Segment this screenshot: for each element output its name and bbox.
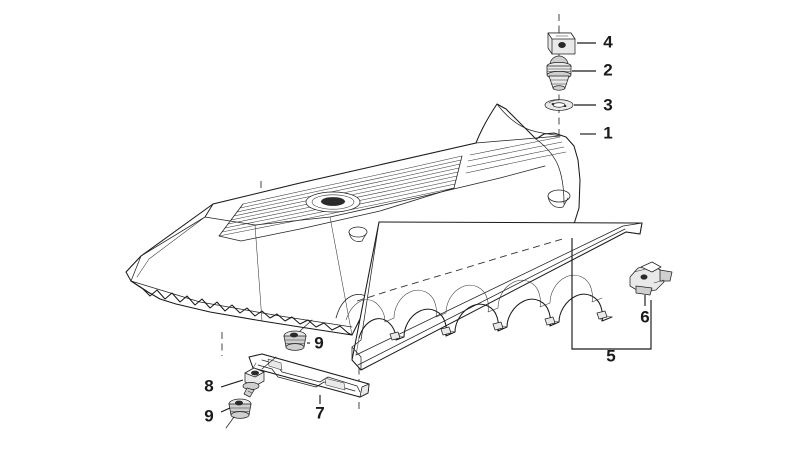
nut-lower-base <box>230 411 250 419</box>
clip-upper-tab <box>640 261 662 273</box>
stud-flange <box>242 382 260 390</box>
part-grommet-bushing <box>546 55 572 91</box>
clip-crease-2 <box>653 279 665 284</box>
washer-inner-hole <box>552 102 566 108</box>
callout-1: 1 <box>603 123 612 142</box>
nut-upper-base <box>285 343 305 351</box>
rail-mid-edge <box>357 228 626 366</box>
callout-7: 7 <box>315 403 324 422</box>
nut-upper-hole <box>290 332 298 338</box>
callout-6: 6 <box>640 307 649 326</box>
callout-3: 3 <box>603 95 612 114</box>
rail-scalloped-profile <box>358 293 613 341</box>
stud-shank <box>243 387 255 398</box>
part-washer-seal-ring <box>544 99 574 111</box>
washer-dot-b <box>563 105 567 107</box>
rail-right-endcap <box>625 222 643 235</box>
callout-2: 2 <box>603 60 612 79</box>
rail-left-endcap <box>351 221 380 361</box>
rail-clip-pads <box>389 310 608 341</box>
washer-highlight <box>548 99 560 104</box>
part-mounting-bracket-bar <box>248 353 370 398</box>
nut-lower-hole <box>235 400 243 406</box>
rail-left-endcap-inner <box>351 346 362 371</box>
cover-skirt-line <box>130 280 353 328</box>
clip-hole <box>640 274 648 280</box>
leader-5-bracket <box>571 238 652 350</box>
roundel-emblem <box>305 191 361 213</box>
part-cap-nut-cover <box>547 32 576 55</box>
part-grommet-nut-upper <box>283 319 313 351</box>
cover-scalloped-bottom-edge <box>130 280 353 336</box>
cover-tail-upper-curve <box>496 103 561 137</box>
cover-front-wall-details <box>254 216 353 336</box>
callout-5: 5 <box>606 346 615 365</box>
leader-8 <box>220 379 244 388</box>
callout-9-upper: 9 <box>314 333 323 352</box>
callout-9-lower: 9 <box>204 406 213 425</box>
stud-head-socket <box>251 370 259 376</box>
nut-lower-stem <box>225 416 235 429</box>
clip-lower-foot <box>635 285 653 296</box>
stud-pointer-stem <box>261 356 277 370</box>
cover-tail-inner-curve <box>535 138 565 205</box>
clip-crease-1 <box>633 268 647 273</box>
callout-leader-lines <box>220 42 652 413</box>
cover-left-end-facets <box>125 203 214 282</box>
part-cylinder-head-cover <box>125 103 581 336</box>
callout-8: 8 <box>204 376 213 395</box>
cover-rear-ridge <box>475 135 561 144</box>
nut-upper-stem <box>299 319 313 332</box>
stud-thread <box>247 390 253 394</box>
part-wavy-trim-rail <box>345 221 643 371</box>
bracket-plate-outline <box>248 353 370 398</box>
grommet-base <box>552 85 566 91</box>
washer-dot-a <box>551 103 555 105</box>
clip-right-wing <box>659 269 673 282</box>
rail-scalloped-profile-ghost <box>345 274 603 323</box>
part-stud-bolt <box>242 356 277 398</box>
cap-hole <box>558 42 566 48</box>
rail-hidden-edge <box>356 237 567 302</box>
cover-boss-hole-right <box>547 189 571 208</box>
part-grommet-nut-lower <box>225 398 252 429</box>
rail-front-face <box>351 221 643 371</box>
callout-4: 4 <box>603 32 613 51</box>
part-retaining-clip <box>629 261 673 296</box>
leader-9-lower <box>220 407 231 413</box>
bracket-end-thickness <box>359 383 370 398</box>
callout-numbers: 4 2 3 1 5 6 7 8 9 9 <box>204 32 649 425</box>
rail-top-edge <box>355 222 643 356</box>
cover-deck-ridges <box>465 136 567 174</box>
cover-boss-hole-center <box>348 226 368 242</box>
bracket-left-flange <box>252 362 257 369</box>
